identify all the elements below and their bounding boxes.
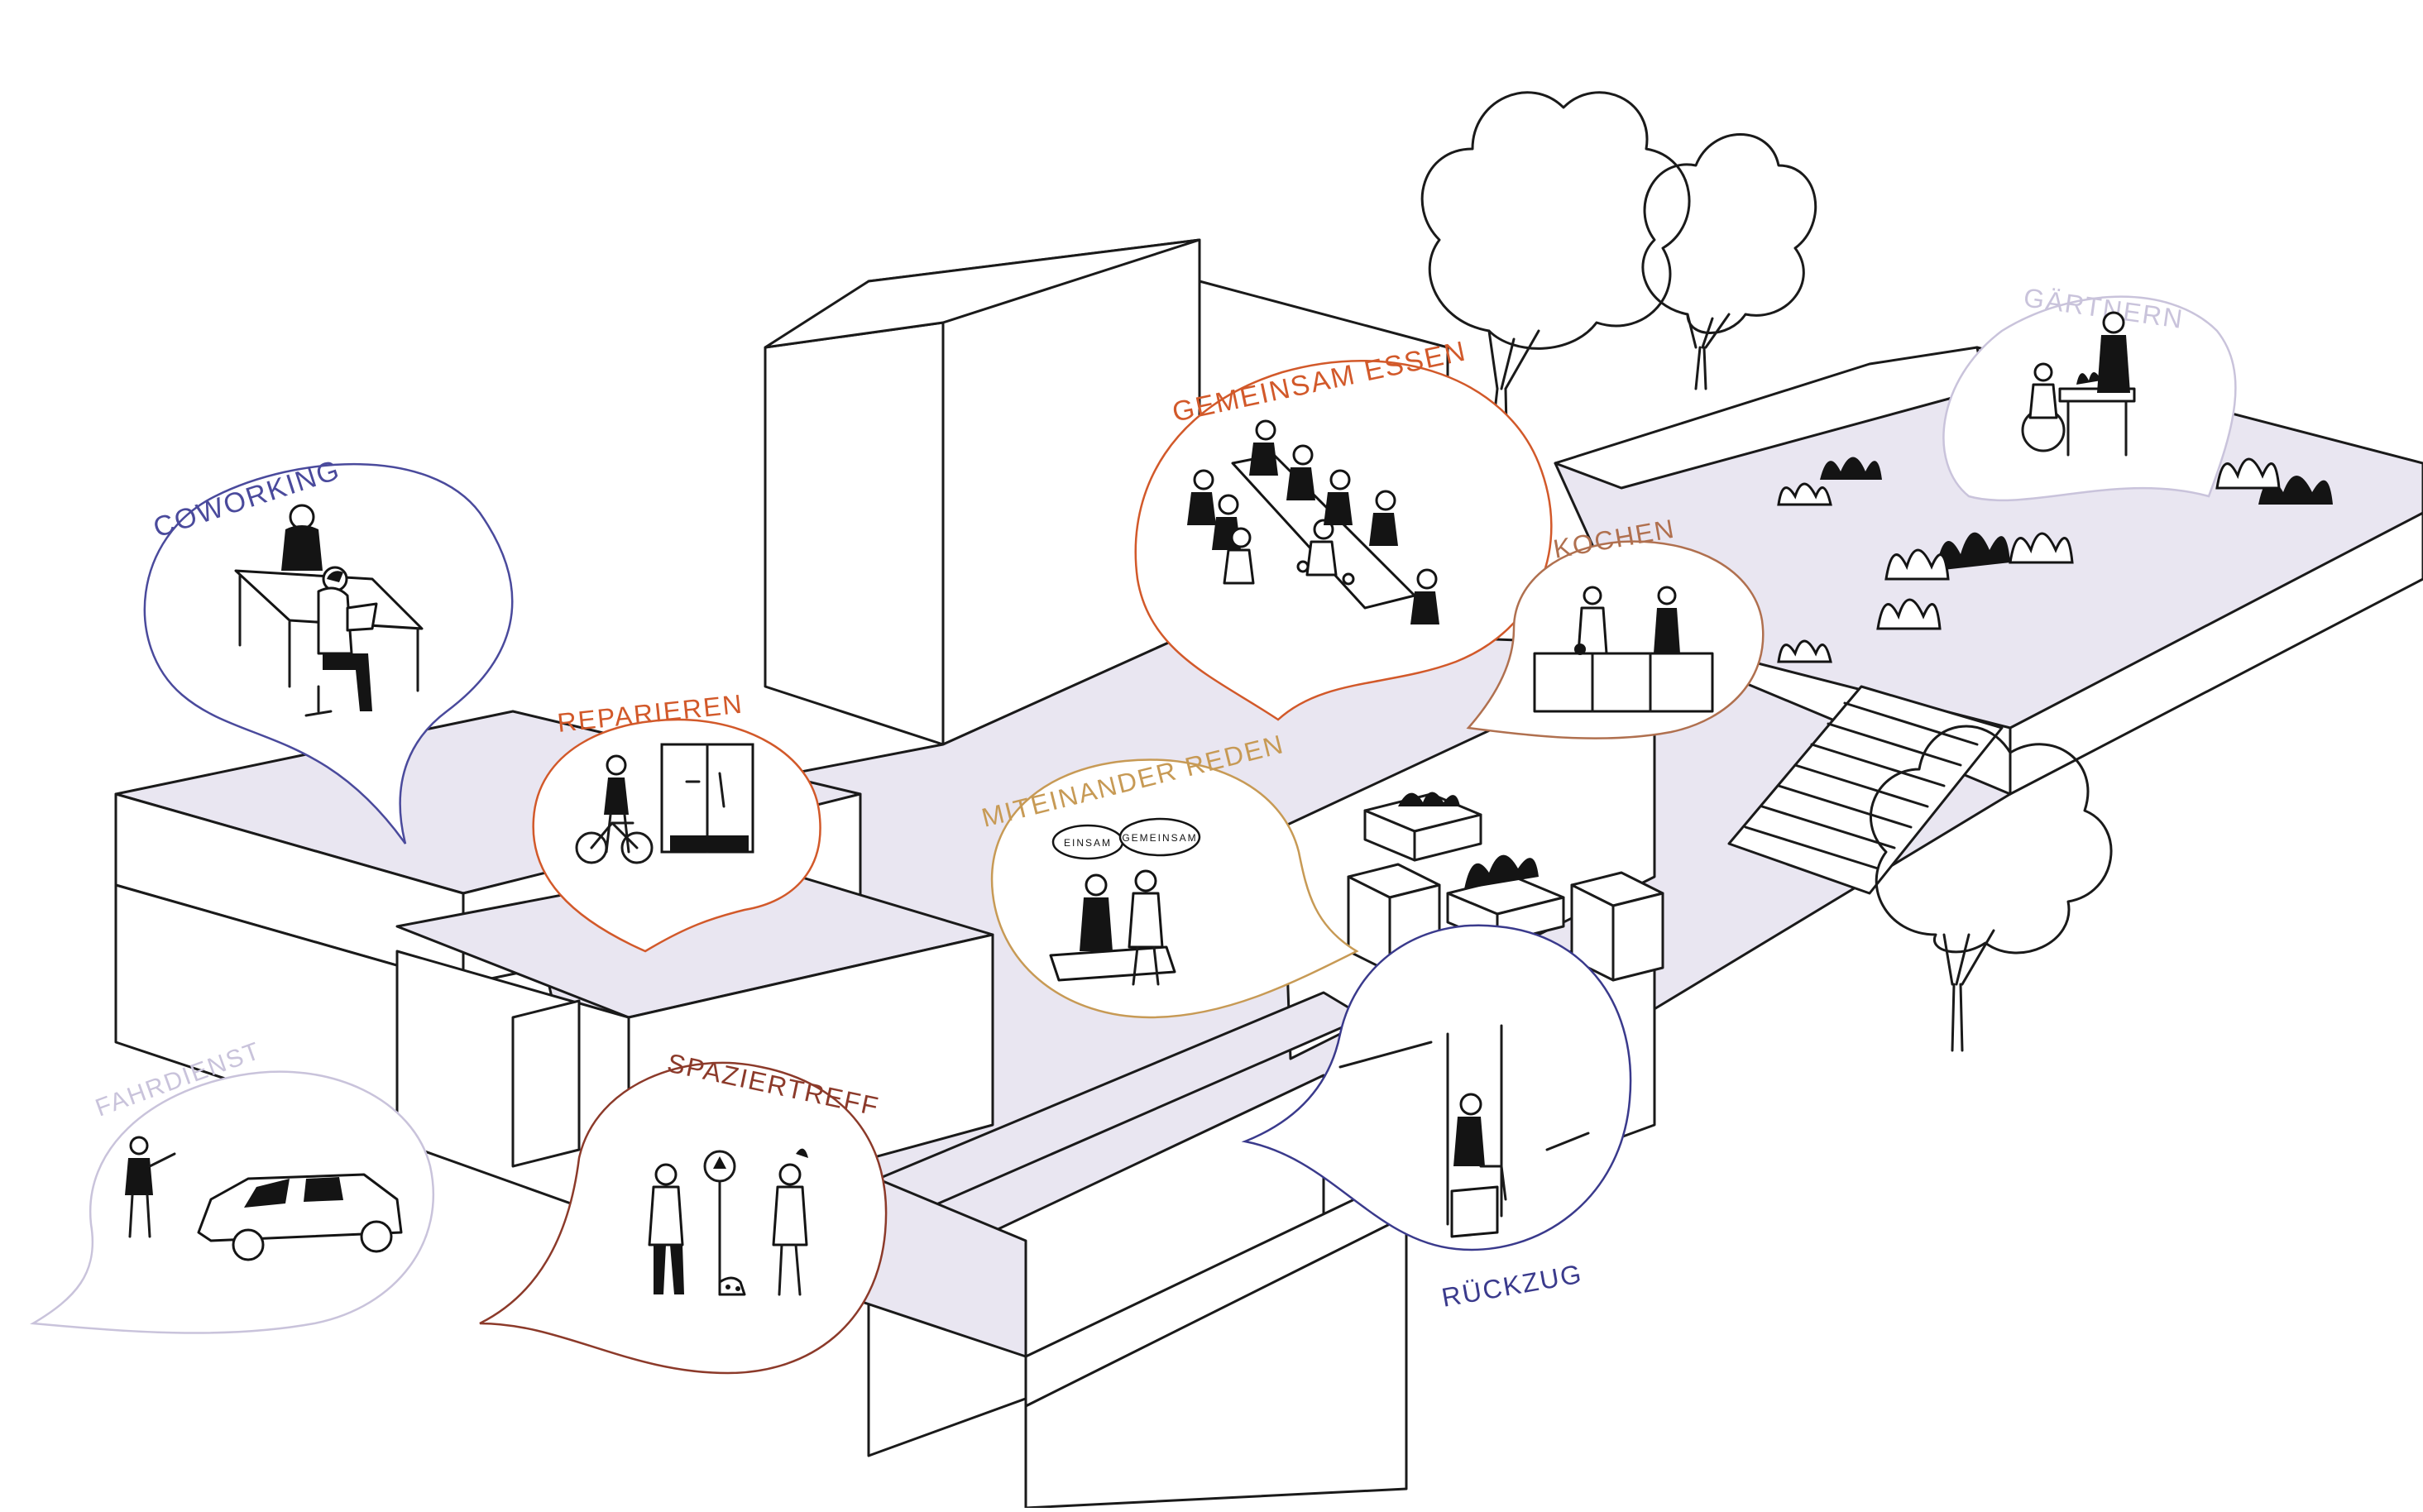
tower-roof bbox=[764, 238, 1201, 349]
front-block bbox=[1024, 1214, 1408, 1510]
speech-text-right: GEMEINSAM bbox=[1122, 832, 1197, 844]
car-wheel bbox=[232, 1228, 265, 1261]
speech-balloon-right bbox=[1118, 817, 1201, 857]
dining-scene bbox=[1187, 419, 1439, 624]
retreat-scene bbox=[1338, 1024, 1590, 1238]
bench bbox=[1049, 945, 1176, 982]
tree-crown-1 bbox=[1420, 91, 1691, 350]
mid-room-pillar bbox=[511, 999, 581, 1168]
bubble-coworking: COWORKING bbox=[143, 454, 514, 845]
person-torso bbox=[281, 525, 323, 571]
bubble-rueckzug: RÜCKZUG bbox=[1241, 924, 1632, 1313]
bike-frame bbox=[590, 821, 639, 849]
tower-side bbox=[764, 321, 945, 746]
kitchen-scene bbox=[1533, 586, 1714, 713]
roof-plants bbox=[1777, 457, 2333, 663]
bubble-kochen: KOCHEN bbox=[1466, 514, 1765, 739]
car-scene bbox=[125, 1136, 403, 1261]
conversation-scene: EINSAM GEMEINSAM bbox=[1049, 817, 1201, 986]
window-seat bbox=[1450, 1185, 1499, 1238]
cabinet-base bbox=[670, 835, 749, 852]
spaziertreff-bubble-shape bbox=[479, 1061, 888, 1375]
bubble-reparieren: REPARIEREN bbox=[532, 689, 821, 953]
coworking-scene bbox=[234, 504, 424, 717]
walking-scene bbox=[648, 1148, 808, 1296]
speech-text-left: EINSAM bbox=[1064, 837, 1112, 849]
person-torso bbox=[317, 586, 353, 655]
bubble-gemeinsam-essen: GEMEINSAM ESSEN bbox=[1134, 335, 1553, 721]
tree-crown-3 bbox=[1870, 725, 2113, 955]
bubble-gaertnern: GÄRTNERN bbox=[1942, 282, 2237, 502]
repair-scene bbox=[575, 743, 754, 864]
laptop bbox=[346, 602, 378, 632]
person-legs bbox=[323, 653, 372, 711]
courtyard-furniture bbox=[1347, 792, 1664, 982]
person-head bbox=[606, 754, 627, 776]
car-wheel bbox=[360, 1220, 393, 1253]
kitchen-counter bbox=[1533, 652, 1714, 713]
person-torso bbox=[604, 778, 629, 815]
rueckzug-label: RÜCKZUG bbox=[1439, 1259, 1585, 1313]
trees bbox=[1420, 91, 2113, 1052]
person-head bbox=[289, 504, 315, 530]
bike-wheel bbox=[620, 831, 654, 864]
gardening-scene bbox=[2021, 311, 2136, 457]
rueckzug-bubble-shape bbox=[1241, 924, 1632, 1251]
tree-crown-2 bbox=[1641, 133, 1817, 334]
